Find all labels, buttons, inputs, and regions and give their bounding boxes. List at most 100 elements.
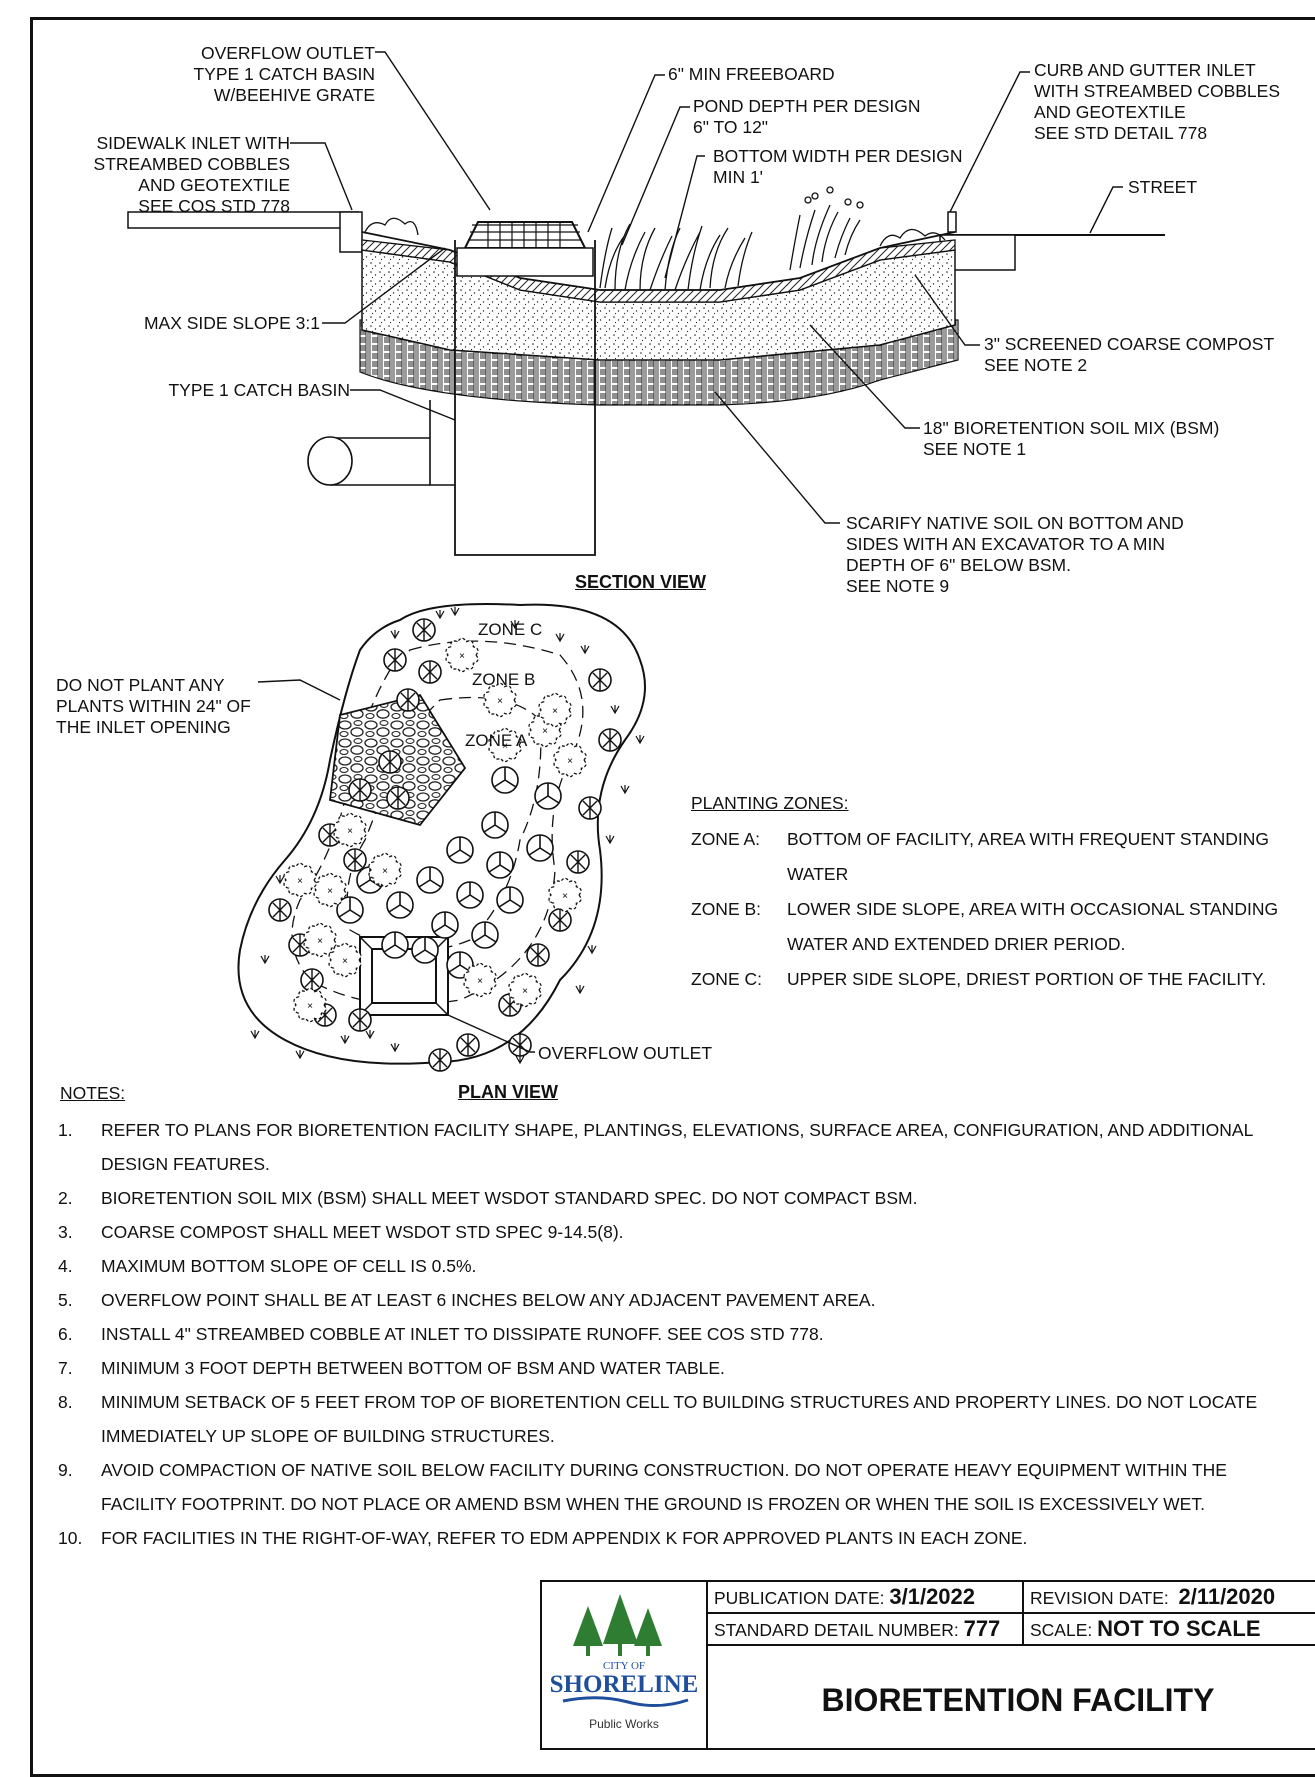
zone-c-plant-icon [412,618,436,642]
zone-b-plant-icon: × [463,962,497,998]
zone-a-plant-icon [446,836,474,864]
svg-text:×: × [562,891,568,902]
note-item: 5.OVERFLOW POINT SHALL BE AT LEAST 6 INC… [58,1290,876,1310]
zone-c-plant-icon [418,660,442,684]
overflow-outlet-label: OVERFLOW OUTLET TYPE 1 CATCH BASIN W/BEE… [193,43,375,105]
zone-a-plant-icon [431,911,459,939]
zone-b-plant-icon: × [283,862,317,898]
curb-gutter-inlet-label: CURB AND GUTTER INLET WITH STREAMBED COB… [1034,60,1281,143]
svg-text:×: × [552,706,558,717]
groundcover-icon [575,985,585,995]
pond-depth-label: POND DEPTH PER DESIGN 6" TO 12" [693,96,921,137]
note-item: 6.INSTALL 4" STREAMBED COBBLE AT INLET T… [58,1324,824,1344]
svg-text:×: × [497,696,503,707]
zone-a-desc-line: BOTTOM OF FACILITY, AREA WITH FREQUENT S… [787,829,1269,849]
zone-c-desc-line: UPPER SIDE SLOPE, DRIEST PORTION OF THE … [787,969,1267,989]
zone-b-plant-icon: × [483,682,517,718]
zone-c-plant-icon [588,668,612,692]
groundcover-icon [390,630,400,640]
zone-c-plant-icon [268,898,292,922]
notes-heading: NOTES: [60,1083,126,1103]
note-item: 10.FOR FACILITIES IN THE RIGHT-OF-WAY, R… [58,1528,1028,1548]
sidewalk-inlet-label: SIDEWALK INLET WITH STREAMBED COBBLES AN… [93,133,290,216]
groundcover-icon [605,835,615,845]
zone-c-plant-icon [300,968,324,992]
svg-text:×: × [502,741,508,752]
zone-c-plant-icon [566,850,590,874]
note-item: 7.MINIMUM 3 FOOT DEPTH BETWEEN BOTTOM OF… [58,1358,725,1378]
notes-list: 1.REFER TO PLANS FOR BIORETENTION FACILI… [58,1113,1273,1555]
zone-c-plant-icon [598,728,622,752]
svg-text:×: × [342,956,348,967]
zone-c-plant-icon [348,778,372,802]
drawing-title-cell: BIORETENTION FACILITY [706,1644,1315,1750]
zone-b-plant-icon: × [538,692,572,728]
groundcover-icon [295,1050,305,1060]
max-side-slope-label: MAX SIDE SLOPE 3:1 [143,313,320,333]
zone-a-plant-icon [491,766,519,794]
svg-text:×: × [459,651,465,662]
zone-a-plant-icon [456,881,484,909]
groundcover-icon [260,955,270,965]
note-item: 9.AVOID COMPACTION OF NATIVE SOIL BELOW … [58,1460,1227,1514]
drawing-title: BIORETENTION FACILITY [821,1682,1215,1718]
svg-text:×: × [382,866,388,877]
note-item: 8.MINIMUM SETBACK OF 5 FEET FROM TOP OF … [58,1392,1258,1446]
zone-c-plant-icon [386,786,410,810]
zone-c-plant-icon [428,1048,452,1072]
zone-b-plant-icon: × [293,987,327,1023]
logo-dept: Public Works [589,1717,659,1731]
section-view-title: SECTION VIEW [575,572,707,592]
zone-c-plant-icon [456,1033,480,1057]
zone-b-desc-line: WATER AND EXTENDED DRIER PERIOD. [787,934,1126,954]
zone-a-plant-icon [534,782,562,810]
zone-b-plant-icon: × [548,877,582,913]
zone-c-plant-icon [508,1033,532,1057]
logo-name: SHORELINE [550,1671,699,1698]
zone-c-plant-icon [548,908,572,932]
zone-a-plant-icon [526,834,554,862]
groundcover-icon [610,705,620,715]
min-freeboard-label: 6" MIN FREEBOARD [668,64,835,84]
zone-c-plant-icon [526,943,550,967]
zone-b-plant-icon: × [368,852,402,888]
zone-b-plant-icon: × [313,872,347,908]
plan-view-title: PLAN VIEW [458,1082,559,1102]
logo-cell: CITY OF SHORELINE Public Works [540,1580,708,1750]
zone-a-plant-icon [386,891,414,919]
zone-b-plant-icon: × [508,972,542,1008]
groundcover-icon [435,610,445,620]
svg-text:×: × [297,876,303,887]
groundcover-icon [390,1043,400,1053]
zone-b-boundary [291,640,584,1006]
note-item: 3.COARSE COMPOST SHALL MEET WSDOT STD SP… [58,1222,624,1242]
groundcover-icon [365,1030,375,1040]
zone-a-plant-icon [471,921,499,949]
publication-date-cell: PUBLICATION DATE: 3/1/2022 [706,1580,1024,1614]
groundcover-icon [580,645,590,655]
zone-b-key: ZONE B: [691,899,762,919]
zone-a-plant-icon [446,951,474,979]
groundcover-icon [620,785,630,795]
logo-city-of: CITY OF [603,1660,645,1672]
groundcover-icon [555,633,565,643]
note-item: 2.BIORETENTION SOIL MIX (BSM) SHALL MEET… [58,1188,918,1208]
zone-a-plant-icon [336,896,364,924]
do-not-plant-label: DO NOT PLANT ANY PLANTS WITHIN 24" OF TH… [56,675,251,737]
groundcover-icon [340,1035,350,1045]
zone-a-plant-icon [486,851,514,879]
bottom-width-label: BOTTOM WIDTH PER DESIGN MIN 1' [713,146,963,187]
zone-c-key: ZONE C: [691,969,762,989]
svg-text:×: × [542,726,548,737]
revision-date-cell: REVISION DATE: 2/11/2020 [1022,1580,1315,1614]
zone-c-plant-icon [578,796,602,820]
zone-c-plant-icon [383,648,407,672]
zone-a-plant-icon [481,811,509,839]
scale-cell: SCALE: NOT TO SCALE [1022,1612,1315,1646]
bsm-label: 18" BIORETENTION SOIL MIX (BSM) SEE NOTE… [923,418,1220,459]
zone-c-plant-icon [396,688,420,712]
section-view-drawing [127,51,1165,556]
zone-b-plant-icon: × [333,812,367,848]
groundcover-icon [450,607,460,617]
groundcover-icon [515,1055,525,1065]
